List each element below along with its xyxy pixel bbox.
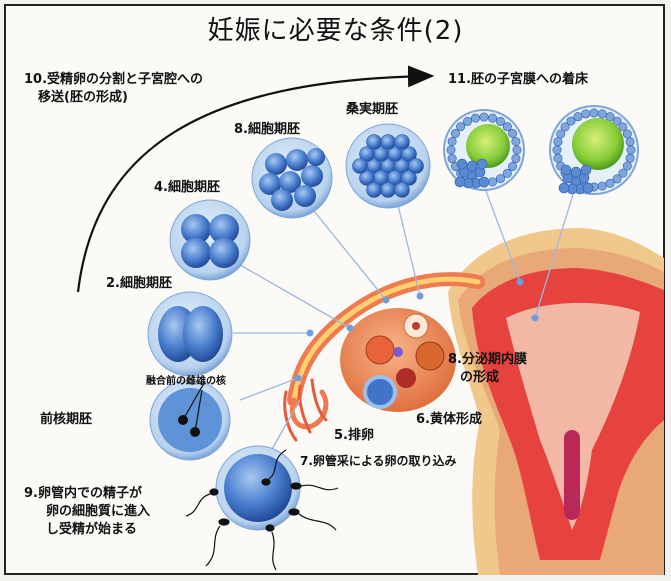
- cell: [477, 159, 487, 169]
- cell: [451, 129, 459, 137]
- cell: [626, 138, 634, 146]
- cell: [627, 146, 635, 154]
- cell: [496, 174, 504, 182]
- cell: [409, 159, 424, 174]
- label-transport-line1: 10.受精卵の分割と子宮腔への: [24, 72, 203, 88]
- cell: [471, 114, 479, 122]
- eight-cell-embryo: [252, 138, 332, 218]
- cell: [503, 169, 511, 177]
- cell: [395, 135, 410, 150]
- four-cell-embryo: [170, 200, 250, 280]
- cell: [455, 177, 465, 187]
- cell: [512, 137, 520, 145]
- cell: [448, 137, 456, 145]
- cell: [488, 178, 496, 186]
- cell: [583, 183, 593, 193]
- label-implantation: 11.胚の子宮膜への着床: [448, 72, 588, 88]
- label-pronuclear-stage: 前核期胚: [40, 412, 92, 428]
- cell: [623, 130, 631, 138]
- two-cell-embryo: [148, 292, 232, 376]
- label-two-cell: 2.細胞期胚: [106, 276, 172, 292]
- morula: [346, 124, 430, 208]
- ovary: [340, 308, 456, 412]
- cell: [381, 135, 396, 150]
- cell: [367, 183, 382, 198]
- cell: [479, 177, 489, 187]
- blastocyst-early: [444, 110, 524, 190]
- cell: [496, 117, 504, 125]
- cell: [353, 159, 368, 174]
- cell: [606, 179, 614, 187]
- pronuclear-embryo: [150, 380, 230, 460]
- label-corpus-luteum: 6.黄体形成: [416, 412, 482, 428]
- label-ovulation: 5.排卵: [334, 428, 374, 444]
- cell: [467, 161, 477, 171]
- cell: [554, 154, 562, 162]
- label-pronuclei: 融合前の雌雄の核: [146, 376, 226, 388]
- cell: [590, 109, 598, 117]
- cell: [598, 110, 606, 118]
- cell: [480, 113, 488, 121]
- cell: [488, 114, 496, 122]
- cell: [554, 138, 562, 146]
- label-secretory-line2: の形成: [460, 370, 499, 386]
- cell: [457, 159, 467, 169]
- cell: [381, 183, 396, 198]
- label-pickup: 7.卵管采による卵の取り込み: [300, 454, 457, 468]
- label-transport-line2: 移送(胚の形成): [38, 90, 128, 106]
- label-morula: 桑実期胚: [346, 102, 398, 118]
- page-title: 妊娠に必要な条件(2): [0, 16, 671, 47]
- cell: [367, 135, 382, 150]
- cell: [448, 154, 456, 162]
- label-fertilization-line2: 卵の細胞質に進入: [46, 504, 150, 520]
- cell: [503, 122, 511, 130]
- label-four-cell: 4.細胞期胚: [154, 180, 220, 196]
- cell: [508, 129, 516, 137]
- cell: [463, 117, 471, 125]
- cell: [561, 165, 571, 175]
- cell: [582, 110, 590, 118]
- cell: [508, 162, 516, 170]
- cell: [513, 146, 521, 154]
- label-fertilization-line1: 9.卵管内での精子が: [24, 486, 142, 502]
- label-eight-cell: 8.細胞期胚: [234, 122, 300, 138]
- cell: [598, 182, 606, 190]
- cell: [574, 112, 582, 120]
- cell: [581, 165, 591, 175]
- cell: [559, 183, 569, 193]
- cell: [553, 146, 561, 154]
- label-secretory-line1: 8.分泌期内膜: [448, 352, 527, 368]
- blastocyst-late: [550, 106, 638, 194]
- cell: [626, 154, 634, 162]
- label-fertilization-line3: し受精が始まる: [46, 522, 137, 538]
- cell: [571, 167, 581, 177]
- cell: [447, 146, 455, 154]
- cell: [512, 154, 520, 162]
- cell: [456, 122, 464, 130]
- cell: [395, 183, 410, 198]
